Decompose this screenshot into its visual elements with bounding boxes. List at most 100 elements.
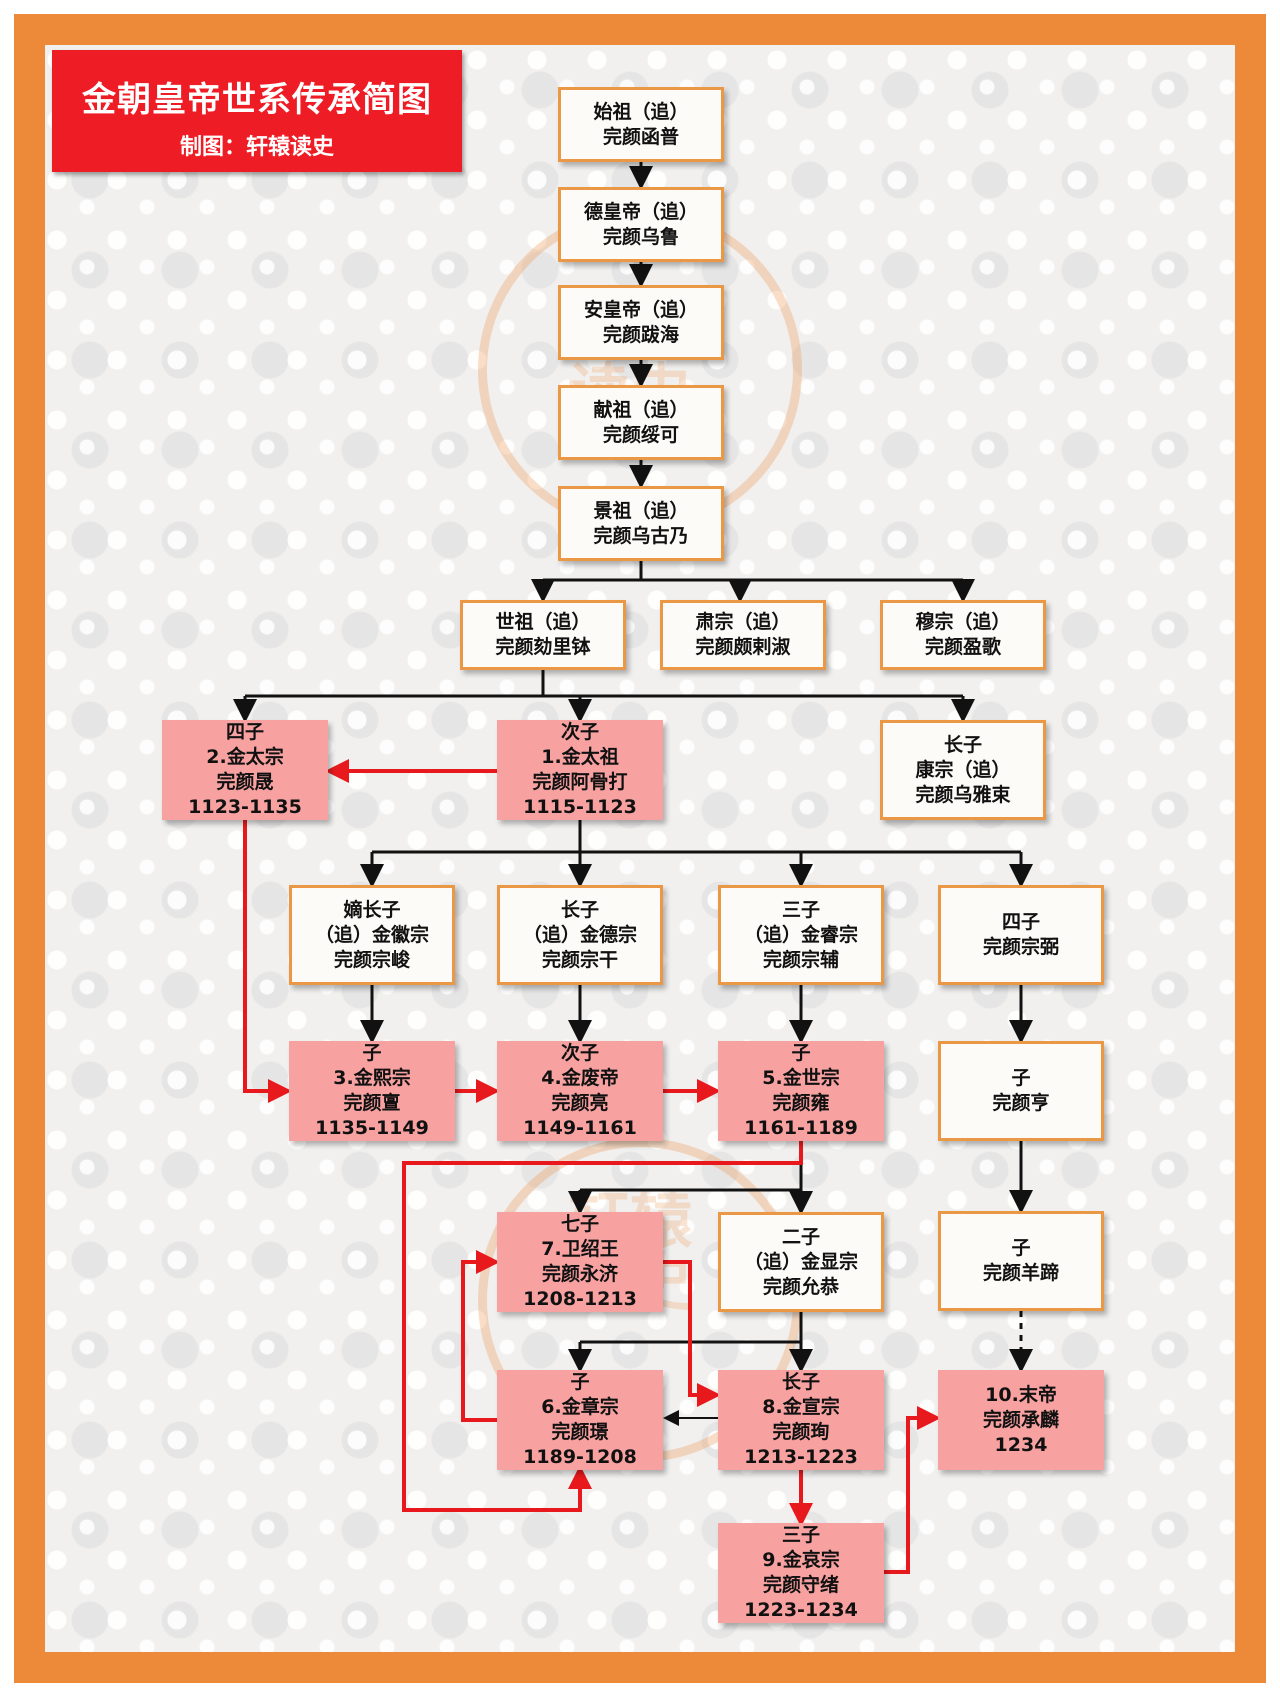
node-line: 5.金世宗	[762, 1067, 840, 1089]
node-line: 完颜宗干	[541, 948, 618, 971]
node-line: 德皇帝（追）	[583, 200, 698, 223]
node-line: 完颜宗辅	[762, 948, 839, 971]
node-dehuangdi: 德皇帝（追）完颜乌鲁	[558, 187, 724, 262]
node-line: （追）金睿宗	[743, 923, 858, 946]
node-line: 长子	[781, 1371, 820, 1393]
link-taizu-children	[370, 820, 1023, 885]
node-line: 完颜珣	[772, 1421, 830, 1443]
node-dezong: 长子（追）金德宗完颜宗干	[497, 885, 663, 985]
node-kangzong: 长子康宗（追）完颜乌雅束	[880, 720, 1046, 820]
node-line: 子	[570, 1371, 590, 1393]
node-heng: 子完颜亨	[938, 1041, 1104, 1141]
node-line: 6.金章宗	[541, 1396, 619, 1418]
node-line: 安皇帝（追）	[583, 298, 698, 321]
node-line: 始祖（追）	[593, 100, 689, 123]
node-line: 4.金废帝	[541, 1067, 619, 1089]
node-feidi: 次子 4.金废帝完颜亮 1149-1161	[497, 1041, 663, 1141]
node-line: 完颜乌鲁	[602, 225, 679, 248]
node-line: 完颜羊蹄	[982, 1262, 1059, 1284]
node-line: 完颜绥可	[602, 423, 679, 446]
node-xianzong: 二子（追）金显宗完颜允恭	[718, 1212, 884, 1312]
link-shizu2-children	[243, 670, 965, 720]
node-line: 子	[1011, 1067, 1031, 1089]
node-line: 长子	[560, 898, 599, 921]
succession-shizong-zhangzong	[402, 1141, 803, 1512]
node-line: 完颜盈歌	[924, 636, 1001, 658]
node-zongbi: 四子完颜宗弼	[938, 885, 1104, 985]
node-line: 完颜璟	[551, 1421, 609, 1443]
node-line: 1123-1135	[188, 796, 302, 818]
node-line: 次子	[560, 1042, 599, 1064]
node-shizong: 子 5.金世宗完颜雍 1161-1189	[718, 1041, 884, 1141]
node-line: 三子	[781, 1524, 820, 1546]
node-xianzu: 献祖（追）完颜绥可	[558, 385, 724, 460]
node-line: 子	[1011, 1237, 1031, 1259]
node-line: 穆宗（追）	[915, 611, 1011, 633]
node-line: 七子	[560, 1213, 599, 1235]
node-line: 子	[791, 1042, 811, 1064]
node-muzong: 穆宗（追） 完颜盈歌	[880, 600, 1046, 670]
node-suzong: 肃宗（追） 完颜颇剌淑	[660, 600, 826, 670]
node-line: 完颜承麟	[982, 1408, 1059, 1431]
node-line: （追）金德宗	[522, 923, 637, 946]
node-line: 肃宗（追）	[695, 611, 791, 633]
node-line: 1135-1149	[315, 1117, 429, 1139]
node-line: 完颜乌古乃	[593, 524, 689, 547]
node-line: 长子	[943, 733, 982, 756]
node-line: 1.金太祖	[541, 746, 619, 768]
succession-zhangzong-weishaowang	[461, 1250, 500, 1422]
node-line: 完颜宗峻	[333, 948, 410, 971]
node-line: 康宗（追）	[915, 758, 1011, 781]
node-line: 1234	[994, 1433, 1048, 1456]
succession-taizong-xizong	[243, 820, 292, 1103]
title-banner: 金朝皇帝世系传承简图 制图：轩辕读史	[52, 50, 462, 172]
succession-weishaowang-xuanzong	[663, 1260, 721, 1407]
node-shizu2: 世祖（追） 完颜劾里钵	[460, 600, 626, 670]
node-line: 世祖（追）	[495, 611, 591, 633]
succession-aizong-modi	[884, 1406, 941, 1574]
node-xizong: 子 3.金熙宗完颜亶 1135-1149	[289, 1041, 455, 1141]
node-line: 3.金熙宗	[333, 1067, 411, 1089]
node-line: 完颜永济	[541, 1263, 618, 1285]
node-line: 完颜允恭	[762, 1275, 839, 1298]
node-line: 景祖（追）	[593, 499, 689, 522]
node-line: （追）金显宗	[743, 1250, 858, 1273]
node-line: 完颜雍	[772, 1092, 830, 1114]
node-line: 完颜亶	[343, 1092, 401, 1114]
node-line: 四子	[1001, 911, 1040, 933]
node-line: 三子	[781, 898, 820, 921]
node-line: （追）金徽宗	[314, 923, 429, 946]
node-line: 完颜守绪	[762, 1574, 839, 1596]
chart-subtitle: 制图：轩辕读史	[179, 135, 334, 160]
node-line: 四子	[225, 721, 264, 743]
node-line: 献祖（追）	[593, 398, 689, 421]
node-shizu: 始祖（追）完颜函普	[558, 87, 724, 162]
node-line: 2.金太宗	[206, 746, 284, 768]
node-line: 1161-1189	[744, 1117, 858, 1139]
node-line: 子	[362, 1042, 382, 1064]
node-line: 1149-1161	[523, 1117, 637, 1139]
node-line: 1213-1223	[744, 1446, 858, 1468]
node-line: 完颜阿骨打	[532, 771, 628, 793]
node-line: 完颜亮	[551, 1092, 609, 1114]
node-xuanzong: 长子 8.金宣宗完颜珣 1213-1223	[718, 1370, 884, 1470]
node-line: 完颜宗弼	[982, 936, 1059, 958]
node-zhangzong: 子 6.金章宗完颜璟 1189-1208	[497, 1370, 663, 1470]
node-yangti: 子完颜羊蹄	[938, 1211, 1104, 1311]
node-line: 1189-1208	[523, 1446, 637, 1468]
node-line: 9.金哀宗	[762, 1549, 840, 1571]
node-line: 1115-1123	[523, 796, 637, 818]
node-line: 完颜颇剌淑	[695, 636, 791, 658]
node-line: 完颜亨	[992, 1092, 1050, 1114]
node-line: 7.卫绍王	[541, 1238, 619, 1260]
node-line: 8.金宣宗	[762, 1396, 840, 1418]
node-jingzu: 景祖（追）完颜乌古乃	[558, 486, 724, 561]
node-line: 完颜乌雅束	[915, 783, 1011, 806]
node-line: 完颜劾里钵	[495, 636, 591, 658]
